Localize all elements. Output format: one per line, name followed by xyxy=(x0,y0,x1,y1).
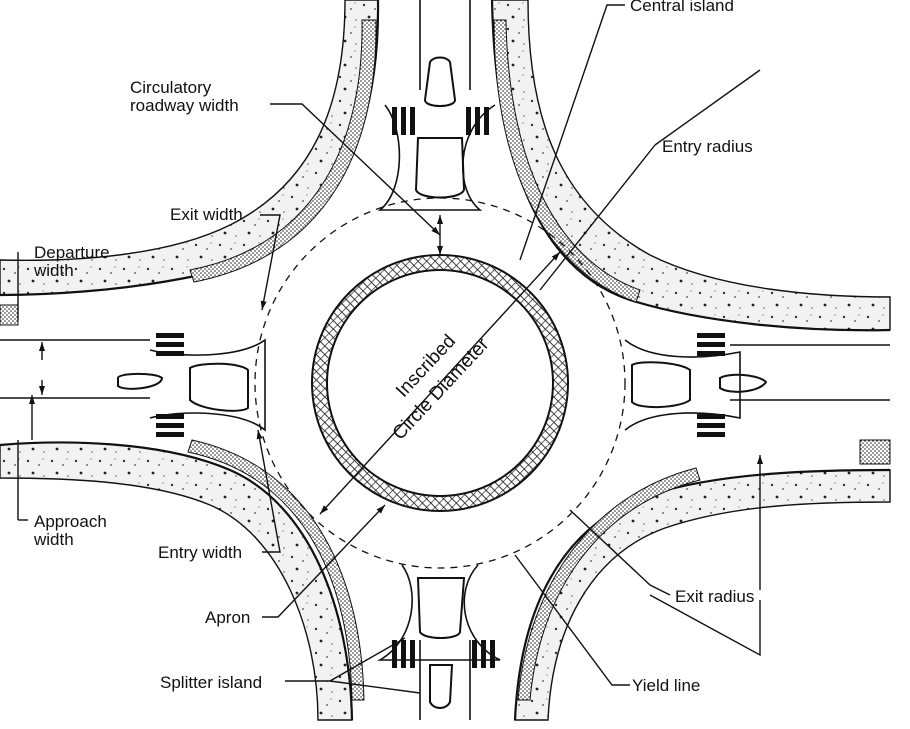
label-departure-line2: width xyxy=(33,261,74,280)
inscribed-diameter-arrow xyxy=(319,251,561,515)
label-apron: Apron xyxy=(205,608,250,627)
label-approach-line1: Approach xyxy=(34,512,107,531)
truck-apron-strips xyxy=(187,19,701,701)
splitter-islands xyxy=(117,56,768,709)
curb-stub-west xyxy=(0,304,19,326)
label-circulatory-line1: Circulatory xyxy=(130,78,212,97)
label-entry-radius: Entry radius xyxy=(662,137,753,156)
label-exit-width: Exit width xyxy=(170,205,243,224)
approach-lanes xyxy=(0,0,890,720)
label-exit-radius: Exit radius xyxy=(675,587,754,606)
label-yield-line: Yield line xyxy=(632,676,700,695)
curb-stub-east xyxy=(859,439,891,465)
label-entry-width: Entry width xyxy=(158,543,242,562)
label-circulatory-line2: roadway width xyxy=(130,96,239,115)
leader-lines xyxy=(17,4,763,694)
label-departure-line1: Departure xyxy=(34,243,110,262)
label-splitter-island: Splitter island xyxy=(160,673,262,692)
label-central-island: Central island xyxy=(630,0,734,15)
crosswalks xyxy=(156,107,725,668)
label-approach-line2: width xyxy=(33,530,74,549)
